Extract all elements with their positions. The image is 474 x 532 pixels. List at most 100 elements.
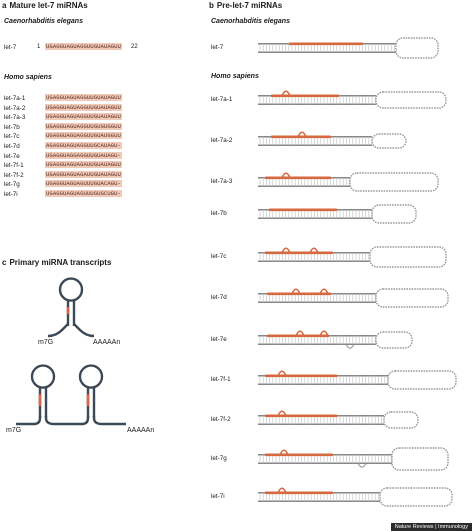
terminal-loop xyxy=(375,331,413,349)
human-mature-sequence: UGAGGUAGGAGGUUGUAUAGU- xyxy=(45,151,122,159)
transcript-linker xyxy=(44,416,90,426)
terminal-loop xyxy=(30,364,56,389)
human-mature-sequence: UGAGGUAGUAGAUUGUAUAGUU xyxy=(45,161,122,169)
human-mature-sequence: UGAGGUAGUAGGUUGUGUGGUU xyxy=(45,122,122,130)
pre-mirna-hairpin xyxy=(258,90,447,109)
transcript-1-cap: m7G xyxy=(38,339,54,346)
human-mature-sequence: UGAGGUAGUAGGUUGUAUAGUU xyxy=(45,113,122,121)
pre-let7-celegans-label: let-7 xyxy=(211,44,224,51)
human-mature-sequence: UGAGGUAGUAGUUUGUGCUGU- xyxy=(45,190,122,197)
terminal-loop xyxy=(349,172,439,192)
human-seq-label: let-7a-2 xyxy=(4,104,26,112)
pre-let7-label: let-7i xyxy=(211,493,225,500)
pre-mirna-hairpin xyxy=(258,37,439,59)
mature-bulge xyxy=(319,288,329,295)
human-mature-sequence: AGAGGUAGUAGGUUGCAUAGU- xyxy=(45,142,122,149)
panel-a-title-text: Mature let-7 miRNAs xyxy=(9,1,88,10)
stem-bulge xyxy=(345,343,355,349)
mature-bulge xyxy=(281,90,291,97)
celegans-seq-start: 1 xyxy=(37,44,41,50)
celegans-let7-label: let-7 xyxy=(4,44,17,51)
mature-bulge xyxy=(277,487,287,494)
terminal-loop xyxy=(58,277,84,302)
pre-let7-label: let-7b xyxy=(211,210,227,217)
pre-mirna-hairpin xyxy=(258,131,407,149)
pre-mirna-hairpin xyxy=(258,487,453,507)
pre-mirna-hairpin xyxy=(258,410,419,429)
human-seq-label: let-7i xyxy=(4,191,18,198)
mature-bulge xyxy=(291,288,301,295)
terminal-loop xyxy=(375,288,449,308)
transcript-3p-arm xyxy=(73,323,95,338)
pre-let7-label: let-7c xyxy=(211,253,227,260)
panel-a-species-human: Homo sapiens xyxy=(4,74,52,81)
transcript-2-polya-tail: AAAAAn xyxy=(127,427,155,434)
stem-bulge xyxy=(357,462,367,468)
pre-let7-label: let-7f-2 xyxy=(211,416,231,423)
mature-bulge xyxy=(279,449,289,456)
human-seq-label: let-7f-1 xyxy=(4,162,24,170)
pre-mirna-hairpin xyxy=(258,204,417,224)
human-seq-label: let-7f-2 xyxy=(4,171,24,179)
pre-let7-label: let-7a-1 xyxy=(211,96,233,103)
pre-mirna-hairpin xyxy=(258,370,457,390)
panel-a-letter: a xyxy=(2,1,7,10)
human-mature-sequence: UGAGGUAGUAGAUUGUAUAGUU xyxy=(45,170,122,178)
human-mature-sequence: UGAGGUAGUAGGUUGUAUAGUU xyxy=(45,94,122,101)
pri-mirna-stem-loop xyxy=(58,277,84,326)
primary-transcript-2 xyxy=(16,364,126,426)
transcript-5p-arm xyxy=(47,323,69,338)
human-seq-label: let-7b xyxy=(4,123,20,131)
panel-c-title-text: Primary miRNA transcripts xyxy=(9,258,112,267)
celegans-mature-sequence: UGAGGUAGUAGGUUGUAUAGUU xyxy=(45,43,122,50)
mature-bulge xyxy=(277,370,287,377)
terminal-loop xyxy=(371,133,407,149)
celegans-seq-end: 22 xyxy=(131,44,138,50)
mature-bulge xyxy=(281,172,291,179)
pre-let7-label: let-7f-1 xyxy=(211,376,231,383)
terminal-loop xyxy=(387,370,457,390)
mature-bulge xyxy=(277,410,287,417)
pre-mirna-hairpin xyxy=(258,288,449,308)
transcript-1-polya-tail: AAAAAn xyxy=(93,339,121,346)
pre-mirna-hairpin xyxy=(258,447,449,471)
pri-mirna-stem-loop xyxy=(30,364,56,418)
pre-let7-label: let-7a-2 xyxy=(211,137,233,144)
human-seq-label: let-7a-1 xyxy=(4,95,26,102)
human-mature-sequence: UGAGGUAGUAGUUUGUACAGU- xyxy=(45,180,122,188)
mature-bulge xyxy=(295,330,305,337)
terminal-loop xyxy=(371,204,417,224)
human-seq-label: let-7a-3 xyxy=(4,114,26,122)
mature-bulge xyxy=(309,247,319,254)
primary-transcript-1 xyxy=(47,277,95,338)
mature-bulge xyxy=(319,330,329,337)
panel-b-species-human: Homo sapiens xyxy=(211,73,259,80)
human-seq-label: let-7c xyxy=(4,133,20,141)
panel-c-letter: c xyxy=(2,258,7,267)
transcript-3p-arm xyxy=(92,416,126,426)
panel-b-letter: b xyxy=(209,1,214,10)
pre-let7-label: let-7g xyxy=(211,455,227,462)
pri-mirna-stem-loop xyxy=(78,364,104,418)
pre-mirna-hairpin xyxy=(258,330,413,349)
journal-credit: Nature Reviews | Immunology xyxy=(390,523,472,531)
terminal-loop xyxy=(369,246,447,268)
terminal-loop xyxy=(383,411,419,429)
human-seq-label: let-7g xyxy=(4,181,20,189)
mature-bulge xyxy=(281,247,291,254)
panel-a-species-celegans: Caenorhabditis elegans xyxy=(4,18,83,25)
human-seq-label: let-7d xyxy=(4,143,20,150)
pre-mirna-hairpin xyxy=(258,172,439,192)
mature-bulge xyxy=(297,131,307,138)
terminal-loop xyxy=(375,91,447,109)
human-mature-sequence: UGAGGUAGUAGGUUGUAUGGUU xyxy=(45,132,122,140)
panel-b-title-text: Pre-let-7 miRNAs xyxy=(216,1,283,10)
pre-let7-label: let-7d xyxy=(211,294,227,301)
terminal-loop xyxy=(78,364,104,389)
terminal-loop xyxy=(395,37,439,59)
human-seq-label: let-7e xyxy=(4,152,20,160)
